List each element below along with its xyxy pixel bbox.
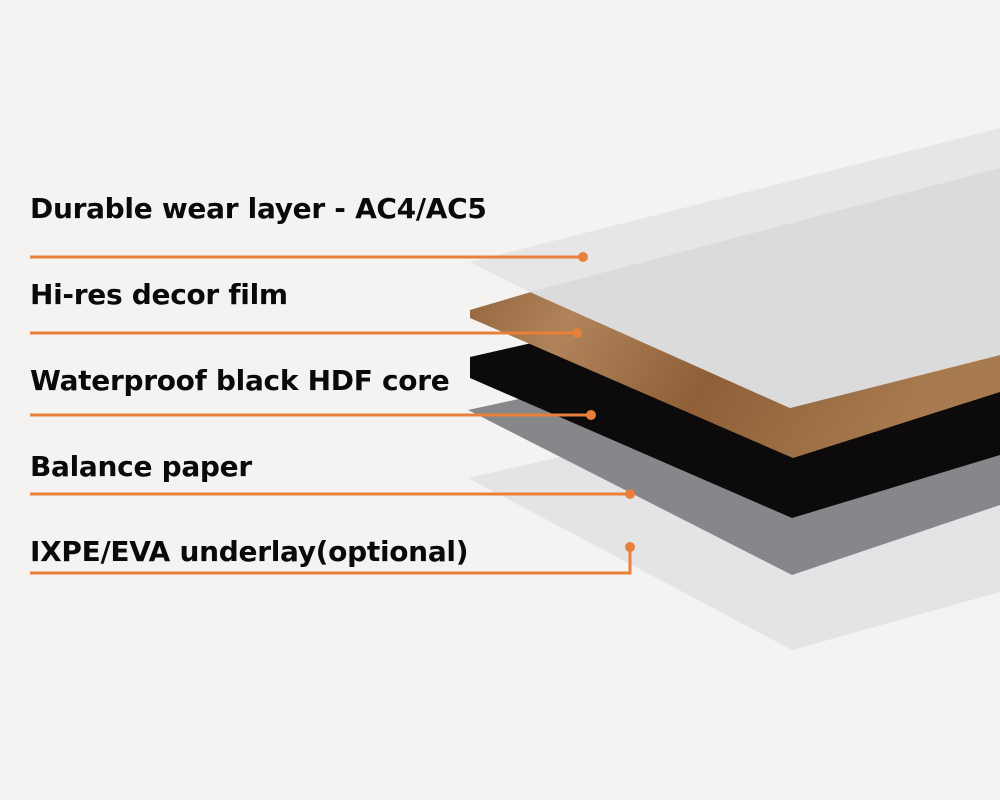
- label-decor-film: Hi-res decor film: [30, 278, 288, 311]
- leader-line-underlay: [30, 547, 632, 575]
- leader-dot-wear: [578, 252, 588, 262]
- wear-layer-top: [530, 168, 1000, 408]
- label-hdf-core: Waterproof black HDF core: [30, 364, 450, 397]
- leader-dot-decor: [572, 328, 582, 338]
- label-wear-layer: Durable wear layer - AC4/AC5: [30, 192, 487, 225]
- leader-dot-balance: [625, 489, 635, 499]
- label-balance-paper: Balance paper: [30, 450, 252, 483]
- leader-dot-core: [586, 410, 596, 420]
- leader-dot-underlay: [625, 542, 635, 552]
- label-underlay: IXPE/EVA underlay(optional): [30, 535, 469, 568]
